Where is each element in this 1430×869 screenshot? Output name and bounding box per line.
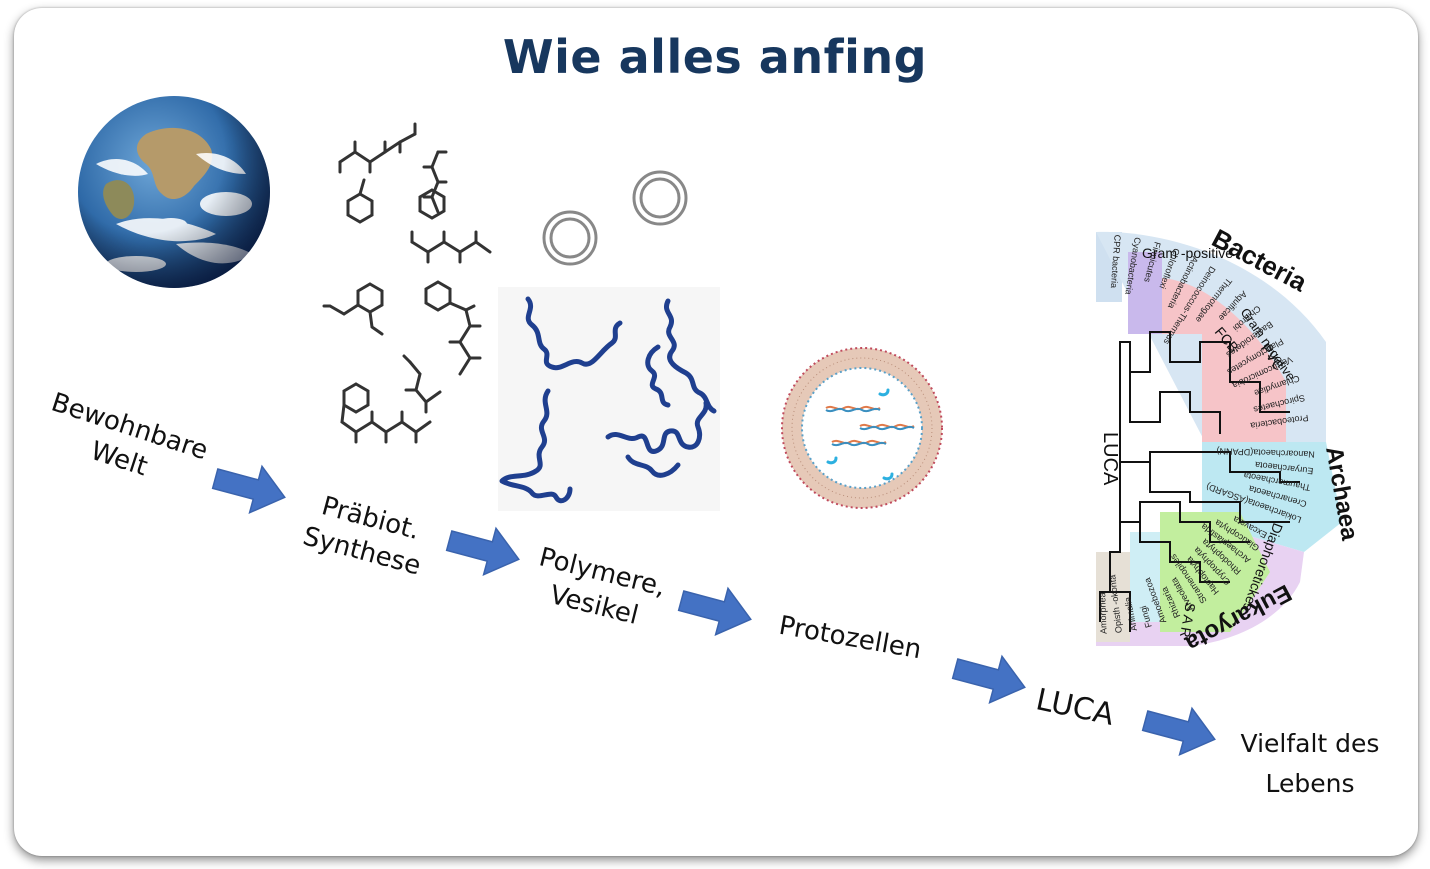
polymers-illustration bbox=[498, 287, 720, 511]
flow-arrow-4 bbox=[951, 654, 1026, 705]
tree-sar-label: S A R bbox=[1177, 601, 1199, 638]
step-6-line1: Vielfalt des bbox=[1240, 729, 1380, 758]
step-6-line2: Lebens bbox=[1265, 769, 1355, 798]
vesicle-illustration bbox=[542, 170, 688, 266]
earth-icon bbox=[78, 96, 270, 288]
molecules-illustration bbox=[322, 122, 492, 444]
flow-arrow-2 bbox=[445, 526, 520, 577]
tree-gram-positive-label: Gram -positive bbox=[1142, 245, 1233, 261]
tree-of-life-diagram: Bacteria Archaea Eukaryota LUCA Gram -po… bbox=[1096, 223, 1363, 657]
page-title: Wie alles anfing bbox=[502, 30, 928, 84]
flow-arrow-3 bbox=[677, 586, 752, 637]
bacteria-taxon-0: CPR bacteria bbox=[1109, 234, 1123, 288]
archaea-taxon-0: Nanoarchaeota(DPANN) bbox=[1216, 446, 1315, 459]
flow-arrow-5 bbox=[1141, 706, 1216, 757]
eukaryota-taxon-13: Amorphea bbox=[1097, 592, 1108, 634]
flow-arrow-1 bbox=[211, 464, 286, 515]
tree-luca-label: LUCA bbox=[1099, 432, 1121, 486]
protocell-illustration bbox=[781, 347, 943, 509]
step-diversity-of-life-label: Vielfalt des Lebens bbox=[1230, 724, 1390, 804]
